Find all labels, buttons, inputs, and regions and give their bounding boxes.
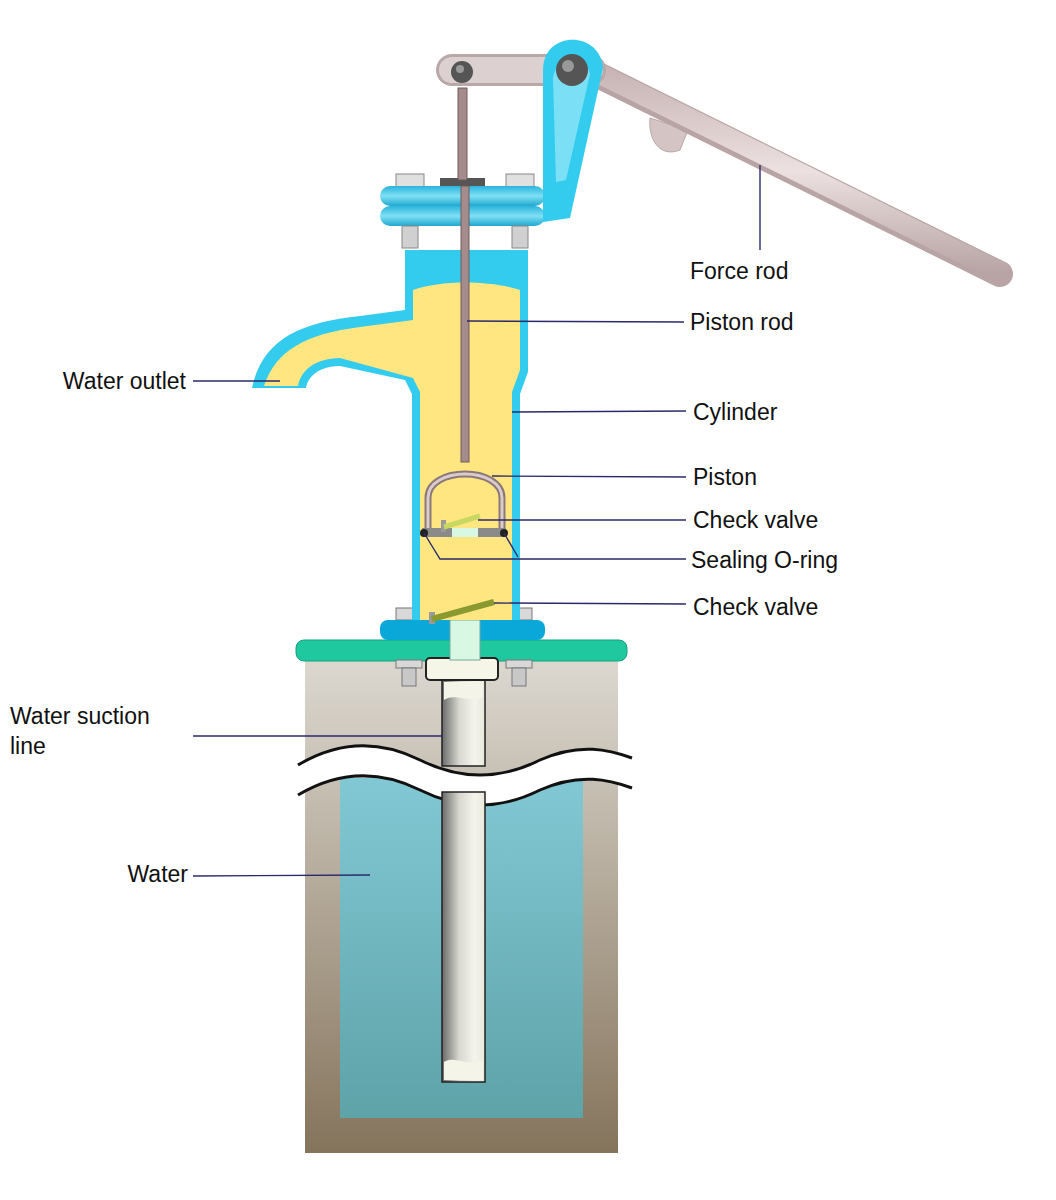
suction-pipe bbox=[442, 792, 485, 1082]
part-label: Check valve bbox=[693, 505, 818, 535]
part-label: Check valve bbox=[693, 592, 818, 622]
lever-bracket bbox=[543, 40, 603, 222]
pipe-end bbox=[444, 1060, 483, 1080]
force-rod bbox=[452, 70, 1000, 274]
part-label: Water suction line bbox=[10, 701, 190, 761]
part-label: Piston rod bbox=[690, 307, 794, 337]
pivot bbox=[451, 61, 473, 83]
part-label: Piston bbox=[693, 462, 757, 492]
part-label: Force rod bbox=[690, 256, 788, 286]
pipe-collar bbox=[426, 658, 498, 680]
pivot bbox=[456, 65, 464, 73]
leader-lines bbox=[193, 165, 760, 876]
part-label: Water bbox=[128, 859, 189, 889]
piston-port bbox=[452, 528, 478, 537]
pipe-end bbox=[444, 682, 483, 700]
piston-stirrup bbox=[428, 474, 502, 530]
cylinder-wall bbox=[252, 250, 528, 620]
inlet-port bbox=[450, 620, 480, 660]
part-label: Water outlet bbox=[63, 366, 186, 396]
ground bbox=[305, 660, 618, 1153]
water-body bbox=[340, 778, 583, 1118]
part-label: Cylinder bbox=[693, 397, 777, 427]
cylinder-water bbox=[264, 283, 520, 621]
piston-plate bbox=[422, 528, 506, 537]
connecting-rod bbox=[458, 88, 467, 180]
check-valve-flap bbox=[444, 516, 480, 527]
piston-stirrup bbox=[428, 474, 502, 530]
pivot bbox=[556, 54, 588, 86]
pivot bbox=[562, 60, 574, 72]
piston-rod bbox=[461, 186, 469, 462]
suction-pipe bbox=[442, 680, 485, 766]
check-valve-flap bbox=[432, 602, 494, 619]
part-label: Sealing O-ring bbox=[691, 545, 838, 575]
